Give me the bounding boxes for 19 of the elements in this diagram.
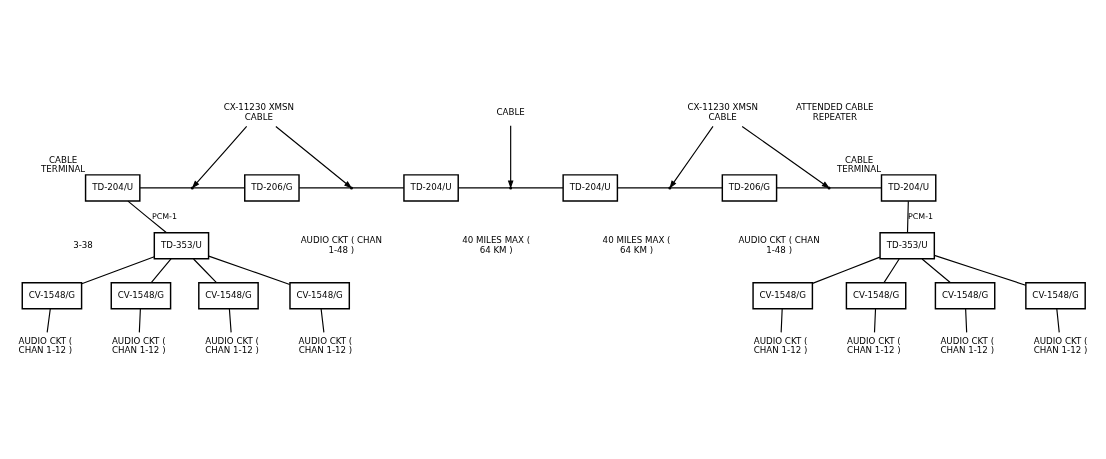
- node-text: CX-11230 XMSN CABLE: [223, 102, 295, 122]
- label: 40 MILES MAX ( 64 KM ): [462, 235, 531, 255]
- node-text: AUDIO CKT ( CHAN 1-12 ): [940, 335, 995, 356]
- label: AUDIO CKT ( CHAN 1-48 ): [738, 235, 820, 255]
- label: 3-38: [73, 240, 93, 251]
- label: ATTENDED CABLE REPEATER: [796, 102, 874, 122]
- node-text: AUDIO CKT ( CHAN 1-12 ): [111, 335, 166, 356]
- node-label: CABLE TERMINAL: [837, 155, 882, 175]
- node-text: CX-11230 XMSN CABLE: [687, 102, 758, 122]
- label: 40 MILES MAX ( 64 KM ): [602, 235, 671, 255]
- node-text: AUDIO CKT ( CHAN 1-12 ): [205, 335, 259, 356]
- node-label: CABLE TERMINAL: [41, 155, 86, 175]
- node-text: AUDIO CKT ( CHAN 1-12 ): [18, 335, 73, 356]
- node-text: AUDIO CKT ( CHAN 1-12 ): [298, 335, 353, 356]
- label: AUDIO CKT ( CHAN 1-48 ): [300, 235, 383, 255]
- node-text: AUDIO CKT ( CHAN 1-12 ): [753, 335, 808, 356]
- node-text: AUDIO CKT ( CHAN 1-12 ): [1033, 335, 1088, 356]
- node-text: CABLE: [496, 106, 525, 117]
- node-text: AUDIO CKT ( CHAN 1-12 ): [847, 335, 901, 356]
